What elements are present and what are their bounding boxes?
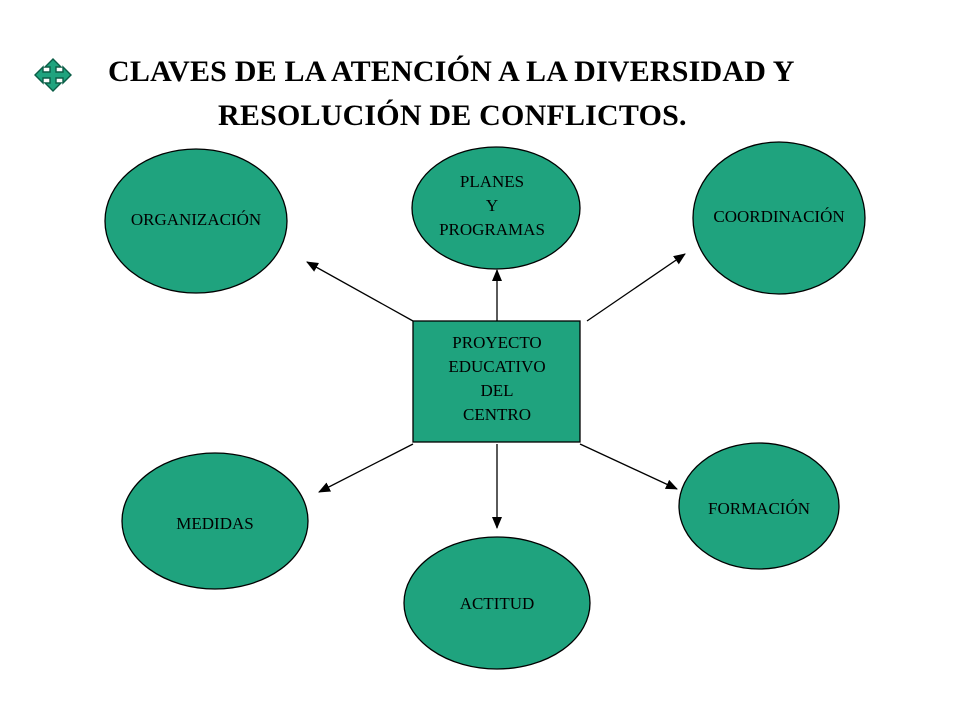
node-formacion-label: FORMACIÓN bbox=[708, 499, 810, 518]
node-medidas: MEDIDAS bbox=[121, 452, 309, 590]
node-planes-y-programas-label-line: Y bbox=[486, 196, 498, 215]
node-coordinacion-label-line: COORDINACIÓN bbox=[713, 207, 844, 226]
node-formacion-label-line: FORMACIÓN bbox=[708, 499, 810, 518]
node-medidas-ellipse bbox=[121, 452, 309, 590]
node-actitud-label: ACTITUD bbox=[460, 594, 535, 613]
node-actitud-label-line: ACTITUD bbox=[460, 594, 535, 613]
node-coordinacion-ellipse bbox=[692, 141, 866, 295]
node-coordinacion-label: COORDINACIÓN bbox=[713, 207, 844, 226]
node-organizacion: ORGANIZACIÓN bbox=[104, 148, 288, 294]
node-planes-y-programas-label: PLANES Y PROGRAMAS bbox=[439, 172, 545, 239]
node-planes-y-programas-label-line: PLANES bbox=[460, 172, 524, 191]
center-node-label: PROYECTO EDUCATIVO DEL CENTRO bbox=[448, 333, 545, 424]
arrow-to-medidas bbox=[318, 443, 414, 493]
four-way-arrow-icon bbox=[34, 58, 72, 92]
node-organizacion-label-line: ORGANIZACIÓN bbox=[131, 210, 261, 229]
node-organizacion-ellipse bbox=[104, 148, 288, 294]
center-node-label-line: CENTRO bbox=[463, 405, 531, 424]
title-line-2: RESOLUCIÓN DE CONFLICTOS. bbox=[218, 99, 687, 132]
node-planes-y-programas-ellipse bbox=[411, 146, 581, 270]
node-planes-y-programas: PLANES Y PROGRAMAS bbox=[411, 146, 581, 270]
node-organizacion-label: ORGANIZACIÓN bbox=[131, 210, 261, 229]
center-node-label-line: PROYECTO bbox=[452, 333, 541, 352]
arrow-to-formacion bbox=[579, 443, 678, 490]
arrow-to-organizacion bbox=[306, 261, 414, 322]
center-node-label-line: DEL bbox=[480, 381, 513, 400]
node-actitud: ACTITUD bbox=[403, 536, 591, 670]
title-line-1: CLAVES DE LA ATENCIÓN A LA DIVERSIDAD Y bbox=[108, 55, 795, 88]
node-coordinacion: COORDINACIÓN bbox=[692, 141, 866, 295]
node-actitud-ellipse bbox=[403, 536, 591, 670]
node-formacion-ellipse bbox=[678, 442, 840, 570]
center-node-proyecto-educativo: PROYECTO EDUCATIVO DEL CENTRO bbox=[412, 320, 581, 443]
node-medidas-label: MEDIDAS bbox=[176, 514, 253, 533]
node-medidas-label-line: MEDIDAS bbox=[176, 514, 253, 533]
center-node-label-line: EDUCATIVO bbox=[448, 357, 545, 376]
arrow-to-coordinacion bbox=[586, 253, 686, 322]
node-formacion: FORMACIÓN bbox=[678, 442, 840, 570]
node-planes-y-programas-label-line: PROGRAMAS bbox=[439, 220, 545, 239]
center-node-box bbox=[412, 320, 581, 443]
